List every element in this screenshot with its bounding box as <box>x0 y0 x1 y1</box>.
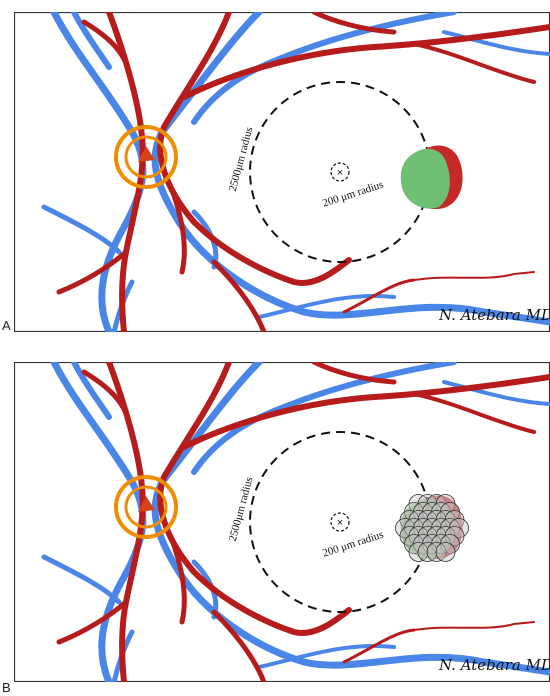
panel-a-signature: N. Atebara MD <box>438 306 550 324</box>
panel-a-center-marker: × <box>337 167 343 179</box>
panel-a-inner-circle <box>330 162 350 182</box>
panel-b-inner-circle <box>330 512 350 532</box>
panel-b-laser-spots <box>395 494 469 562</box>
laser-spot <box>417 542 438 562</box>
panel-b-letter: B <box>2 680 11 695</box>
panel-a-letter: A <box>2 318 11 333</box>
panel-b-optic-disc <box>114 475 178 539</box>
panel-b-signature: N. Atebara MD <box>438 656 550 674</box>
panel-b-center-marker: × <box>337 517 343 529</box>
panel-a-lesion <box>400 145 463 210</box>
panel-a-optic-disc <box>114 125 178 189</box>
panel-b-arteries <box>56 362 550 682</box>
laser-spot <box>408 542 429 562</box>
panel-b-diagram: × 2500μm radius 200 μm radius N. Atebara… <box>14 362 550 682</box>
laser-spot <box>435 542 456 562</box>
panel-a-diagram: × 2500μm radius 200 μm radius N. Atebara… <box>14 12 550 332</box>
laser-spot <box>426 542 447 562</box>
